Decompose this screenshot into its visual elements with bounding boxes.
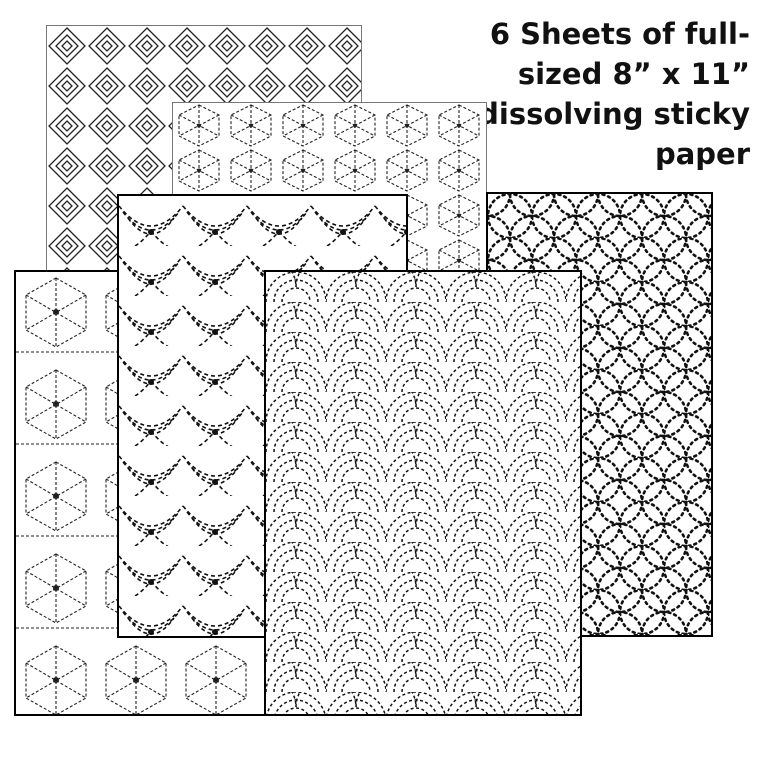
concentric-wave-pattern-graphic <box>266 272 580 714</box>
product-headline: 6 Sheets of full- sized 8” x 11” dissolv… <box>478 17 750 171</box>
sheet-concentric-wave-pattern <box>264 270 582 716</box>
